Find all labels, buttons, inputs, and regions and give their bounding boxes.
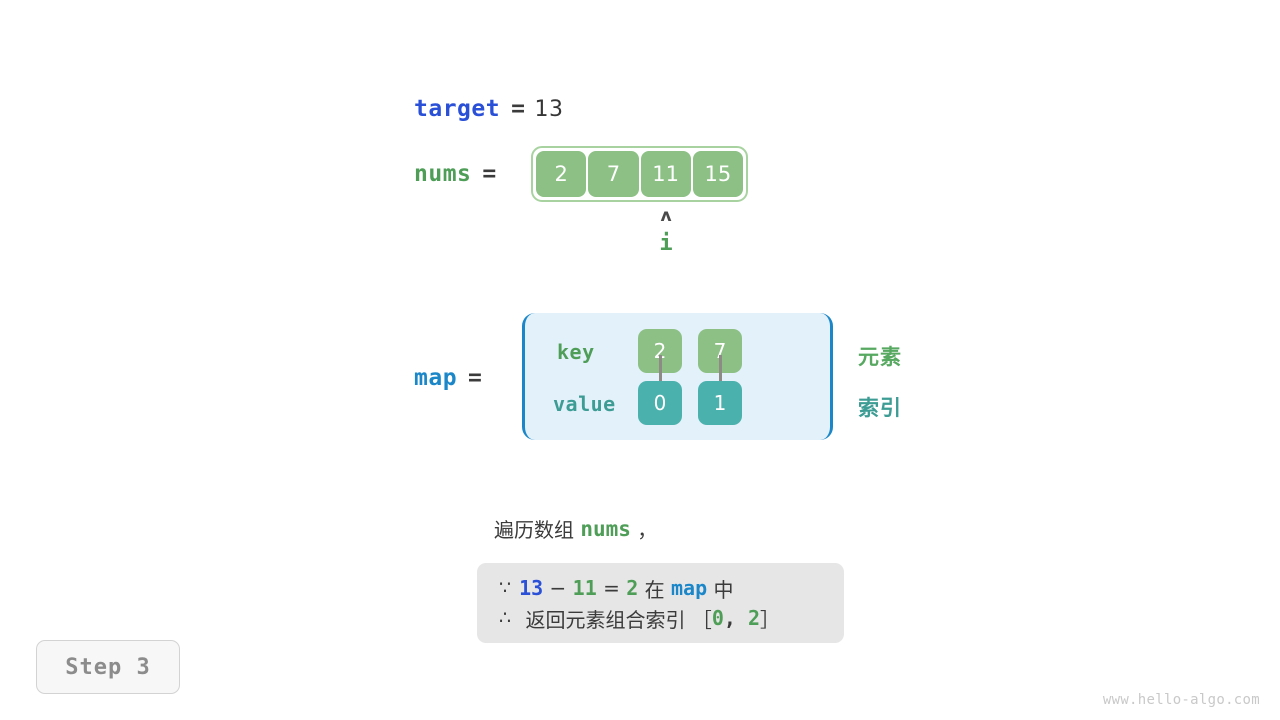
map-grid: key value 2 7 0 1 <box>525 313 830 440</box>
conclusion-box: ∵ 13 − 11 = 2 在 map 中 ∴ 返回元素组合索引 ［ 0 , 2… <box>477 563 844 643</box>
nums-declaration: nums = <box>414 158 506 190</box>
map-value-cell: 0 <box>638 381 682 425</box>
conclusion-equals: = <box>596 576 627 600</box>
annotation-index: 索引 <box>858 396 902 420</box>
array-cell: 11 <box>640 151 691 197</box>
conclusion-complement: 2 <box>626 576 639 600</box>
conclusion-line-2: ∴ 返回元素组合索引 ［ 0 , 2 ］ <box>499 603 844 633</box>
conclusion-line-1: ∵ 13 − 11 = 2 在 map 中 <box>499 573 844 603</box>
map-value-cell: 1 <box>698 381 742 425</box>
conclusion-map-word: map <box>671 576 708 600</box>
caption-mono-nums: nums <box>580 516 631 541</box>
target-declaration: target = 13 <box>414 93 563 125</box>
pointer-caret-icon: ʌ <box>660 206 672 226</box>
result-index-1: 2 <box>747 606 760 630</box>
map-declaration: map = <box>414 362 491 394</box>
nums-variable-name: nums <box>414 161 472 187</box>
pointer-index-label: i <box>659 231 673 256</box>
array-cell: 2 <box>536 151 587 197</box>
because-symbol: ∵ <box>499 577 512 599</box>
annotation-element: 元素 <box>858 345 902 369</box>
conclusion-target-value: 13 <box>519 576 544 600</box>
target-value: 13 <box>534 96 564 122</box>
caption-text: 遍历数组 nums ， <box>494 514 657 543</box>
conclusion-result-text: 返回元素组合索引 ［ <box>519 607 712 632</box>
conclusion-in-word: 在 <box>638 577 672 602</box>
array-cell: 15 <box>692 151 743 197</box>
map-variable-name: map <box>414 365 458 391</box>
conclusion-current-value: 11 <box>572 576 597 600</box>
conclusion-minus: − <box>543 576 573 600</box>
caption-suffix: ， <box>630 518 658 542</box>
result-comma: , <box>723 606 748 630</box>
target-variable-name: target <box>414 96 501 122</box>
watermark: www.hello-algo.com <box>1102 692 1260 708</box>
map-container: key value 2 7 0 1 <box>522 313 833 440</box>
nums-equals-sign: = <box>482 161 497 187</box>
map-equals-sign: = <box>468 365 483 391</box>
step-badge: Step 3 <box>36 640 180 694</box>
caption-prefix: 遍历数组 <box>494 518 581 542</box>
map-key-row-label: key <box>557 340 595 364</box>
target-equals-sign: = <box>511 96 526 122</box>
map-value-row-label: value <box>553 392 616 416</box>
result-bracket-close: ］ <box>760 607 780 632</box>
conclusion-tail: 中 <box>707 577 734 602</box>
therefore-symbol: ∴ <box>499 607 512 629</box>
result-index-0: 0 <box>711 606 724 630</box>
nums-array: 2 7 11 15 <box>531 146 748 202</box>
array-cell: 7 <box>588 151 639 197</box>
